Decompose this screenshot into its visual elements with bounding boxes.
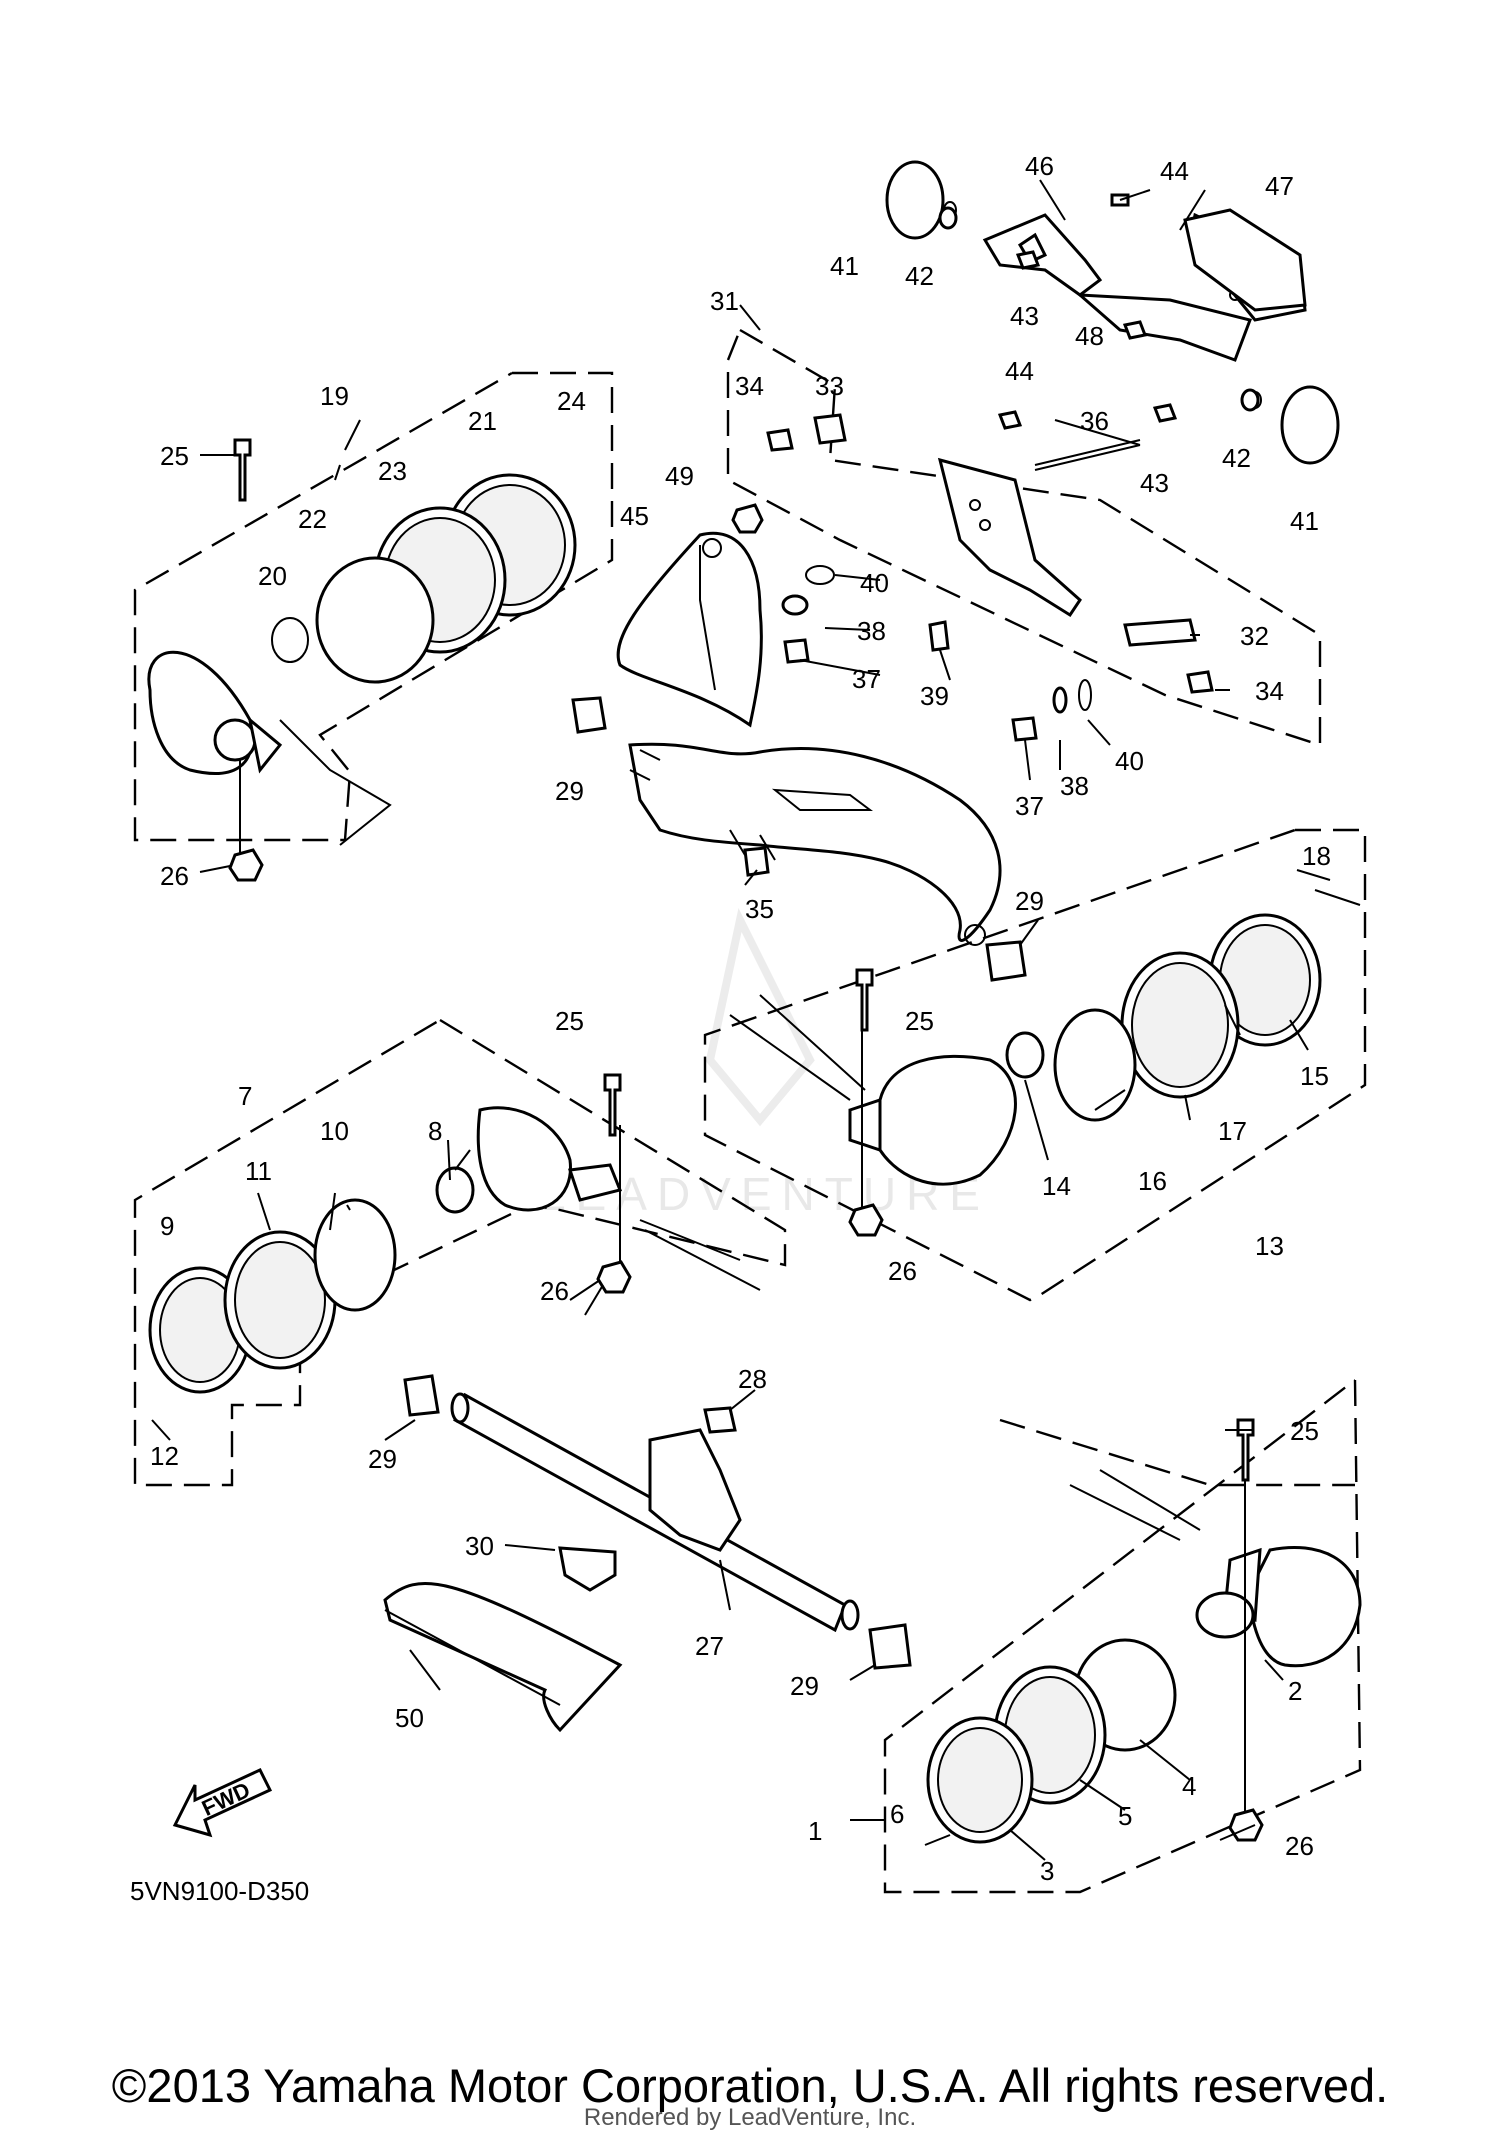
part-31-bracket (937, 439, 1141, 618)
callout-25-rear-right: 25 (905, 1006, 934, 1036)
part-30-clamp (558, 1546, 617, 1592)
callout-32: 32 (1240, 621, 1269, 651)
callout-25-front-left: 25 (555, 1006, 584, 1036)
signal-rear-left (147, 473, 577, 860)
signal-front-right (926, 1440, 1362, 1844)
callout-46: 46 (1025, 151, 1054, 181)
callout-21: 21 (468, 406, 497, 436)
callout-37-b: 37 (1015, 791, 1044, 821)
callout-36: 36 (1080, 406, 1109, 436)
callout-2: 2 (1288, 1676, 1302, 1706)
callout-28: 28 (738, 1364, 767, 1394)
license-light-47 (1183, 208, 1307, 312)
callout-26-front-right: 26 (1285, 1831, 1314, 1861)
callout-24: 24 (557, 386, 586, 416)
callout-31: 31 (710, 286, 739, 316)
part-35-stay (628, 742, 1002, 946)
callout-39: 39 (920, 681, 949, 711)
callout-5: 5 (1118, 1801, 1132, 1831)
callout-10: 10 (320, 1116, 349, 1146)
callout-43-b: 43 (1140, 468, 1169, 498)
callout-25-rear-left: 25 (160, 441, 189, 471)
callout-16: 16 (1138, 1166, 1167, 1196)
callout-27: 27 (695, 1631, 724, 1661)
callout-42-b: 42 (1222, 443, 1251, 473)
callout-22: 22 (298, 504, 327, 534)
callout-19: 19 (320, 381, 349, 411)
callout-30: 30 (465, 1531, 494, 1561)
callout-37-a: 37 (852, 664, 881, 694)
callout-26-rear-right: 26 (888, 1256, 917, 1286)
callout-26-front-left: 26 (540, 1276, 569, 1306)
callout-48: 48 (1075, 321, 1104, 351)
callout-14: 14 (1042, 1171, 1071, 1201)
callouts: 1 2 3 4 5 6 7 8 9 10 11 12 13 14 15 16 1… (150, 151, 1331, 1886)
callout-3: 3 (1040, 1856, 1054, 1886)
callout-8: 8 (428, 1116, 442, 1146)
callout-23: 23 (378, 456, 407, 486)
copyright-text: ©2013 Yamaha Motor Corporation, U.S.A. A… (111, 2059, 1389, 2112)
callout-41-a: 41 (830, 251, 859, 281)
callout-29-d: 29 (790, 1671, 819, 1701)
callout-42-a: 42 (905, 261, 934, 291)
callout-9: 9 (160, 1211, 174, 1241)
signal-rear-right (729, 913, 1322, 1210)
fwd-arrow-icon: FWD (172, 1768, 273, 1838)
callout-40-b: 40 (1115, 746, 1144, 776)
callout-29-c: 29 (368, 1444, 397, 1474)
callout-34-a: 34 (735, 371, 764, 401)
callout-34-b: 34 (1255, 676, 1284, 706)
rendered-by-text: Rendered by LeadVenture, Inc. (583, 2104, 917, 2131)
callout-6: 6 (890, 1799, 904, 1829)
leader-lines (151, 179, 1361, 1861)
callout-25-front-right: 25 (1290, 1416, 1319, 1446)
callout-49: 49 (665, 461, 694, 491)
callout-47: 47 (1265, 171, 1294, 201)
callout-13: 13 (1255, 1231, 1284, 1261)
callout-7: 7 (238, 1081, 252, 1111)
callout-43-a: 43 (1010, 301, 1039, 331)
callout-38-a: 38 (857, 616, 886, 646)
callout-33: 33 (815, 371, 844, 401)
callout-41-b: 41 (1290, 506, 1319, 536)
callout-15: 15 (1300, 1061, 1329, 1091)
callout-12: 12 (150, 1441, 179, 1471)
callout-29-a: 29 (555, 776, 584, 806)
callout-44-b: 44 (1005, 356, 1034, 386)
callout-4: 4 (1182, 1771, 1196, 1801)
callout-50: 50 (395, 1703, 424, 1733)
part-27-tube (450, 1392, 860, 1633)
fwd-label: FWD (198, 1777, 254, 1821)
callout-20: 20 (258, 561, 287, 591)
callout-35: 35 (745, 894, 774, 924)
signal-front-left (148, 1106, 761, 1394)
drawing-code: 5VN9100-D350 (130, 1876, 309, 1906)
part-50-cover (383, 1582, 623, 1733)
part-45-mudguard (616, 531, 763, 728)
callout-45: 45 (620, 501, 649, 531)
callout-40-a: 40 (860, 568, 889, 598)
callout-11: 11 (245, 1156, 272, 1186)
callout-29-b: 29 (1015, 886, 1044, 916)
callout-17: 17 (1218, 1116, 1247, 1146)
small-parts (228, 193, 1264, 1842)
callout-1: 1 (808, 1816, 822, 1846)
callout-44-a: 44 (1160, 156, 1189, 186)
reflectors-41 (885, 160, 1340, 465)
callout-26-rear-left: 26 (160, 861, 189, 891)
callout-18: 18 (1302, 841, 1331, 871)
callout-38-b: 38 (1060, 771, 1089, 801)
